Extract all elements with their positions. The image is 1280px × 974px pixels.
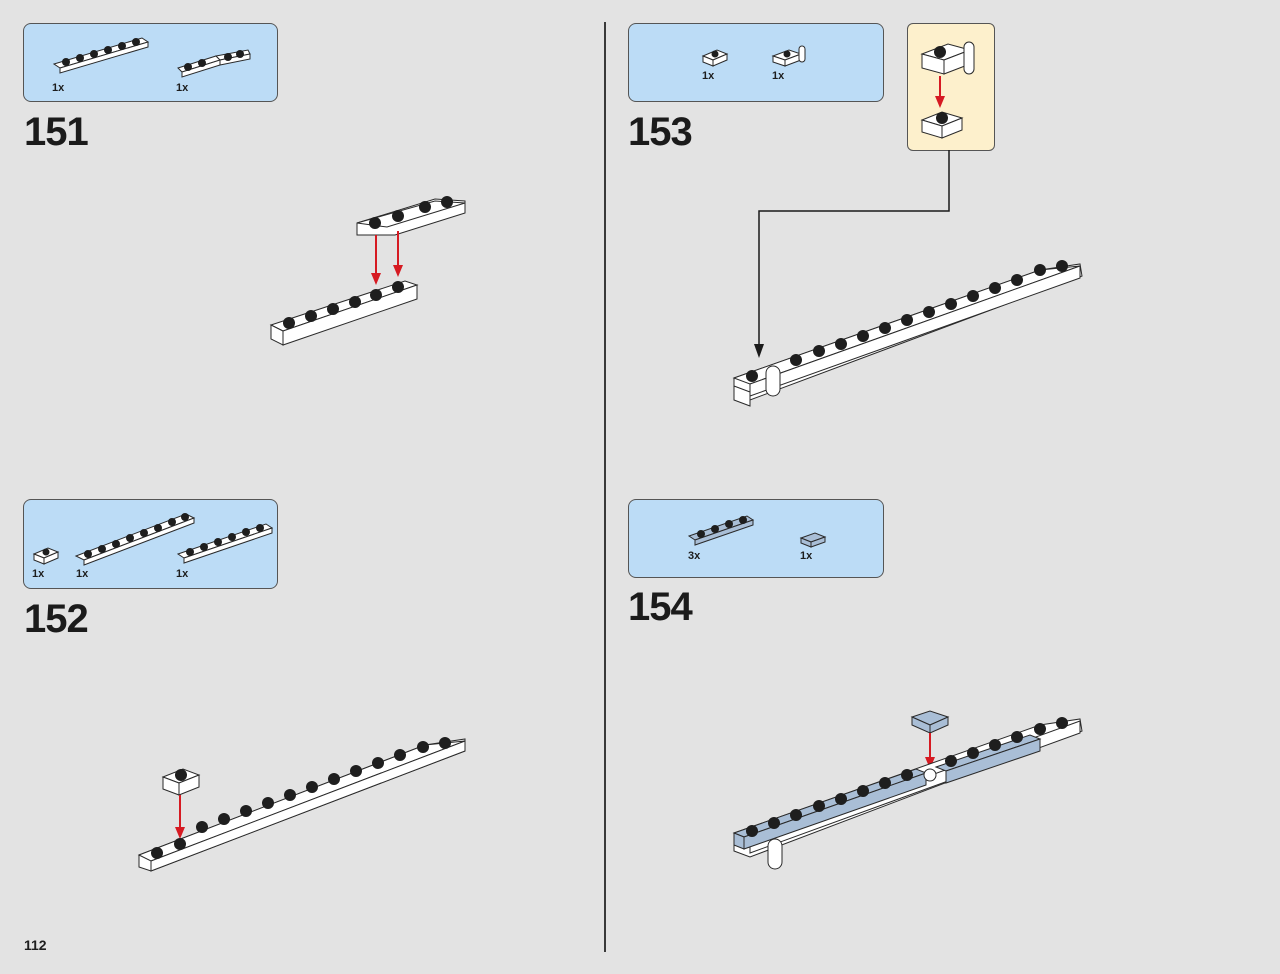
- part-plate-1x1: [32, 547, 60, 565]
- part-qty: 1x: [702, 70, 715, 82]
- part-plate-1x6: [176, 523, 274, 564]
- step-151-assembly: [269, 196, 466, 346]
- sub-assembly-callout: [907, 23, 995, 151]
- part-plate-1x1: [701, 49, 729, 67]
- part-plate-1x1-clip: [771, 45, 806, 67]
- part-plate-1x4-blue: [687, 515, 755, 546]
- studs: [746, 717, 1068, 837]
- callout-leader-line: [754, 150, 950, 358]
- step-number: 153: [628, 110, 693, 154]
- step-number: 154: [628, 585, 693, 629]
- callout-clip-plate: [920, 41, 975, 139]
- part-plate-1x8: [74, 513, 196, 566]
- part-qty: 3x: [688, 550, 701, 562]
- column-divider: [604, 22, 606, 952]
- part-qty: 1x: [176, 568, 189, 580]
- part-tile-1x1-blue: [799, 532, 827, 548]
- part-qty: 1x: [52, 82, 65, 94]
- part-qty: 1x: [176, 82, 189, 94]
- part-hinge-plate: [177, 49, 251, 78]
- step-154-assembly: [732, 710, 1083, 870]
- parts-list-step-154: 3x 1x: [628, 499, 884, 578]
- part-qty: 1x: [772, 70, 785, 82]
- part-qty: 1x: [76, 568, 89, 580]
- parts-list-step-152: 1x 1x 1x: [23, 499, 278, 589]
- part-qty: 1x: [32, 568, 45, 580]
- studs: [151, 737, 451, 859]
- part-qty: 1x: [800, 550, 813, 562]
- studs: [62, 38, 140, 66]
- parts-list-step-153: 1x 1x: [628, 23, 884, 102]
- step-153-assembly: [732, 260, 1083, 407]
- page-number: 112: [24, 937, 47, 953]
- part-plate-1x6: [52, 37, 150, 74]
- parts-list-step-151: 1x 1x: [23, 23, 278, 102]
- step-number: 152: [24, 597, 89, 641]
- studs: [746, 260, 1068, 382]
- step-152-assembly: [137, 737, 466, 872]
- step-number: 151: [24, 110, 89, 154]
